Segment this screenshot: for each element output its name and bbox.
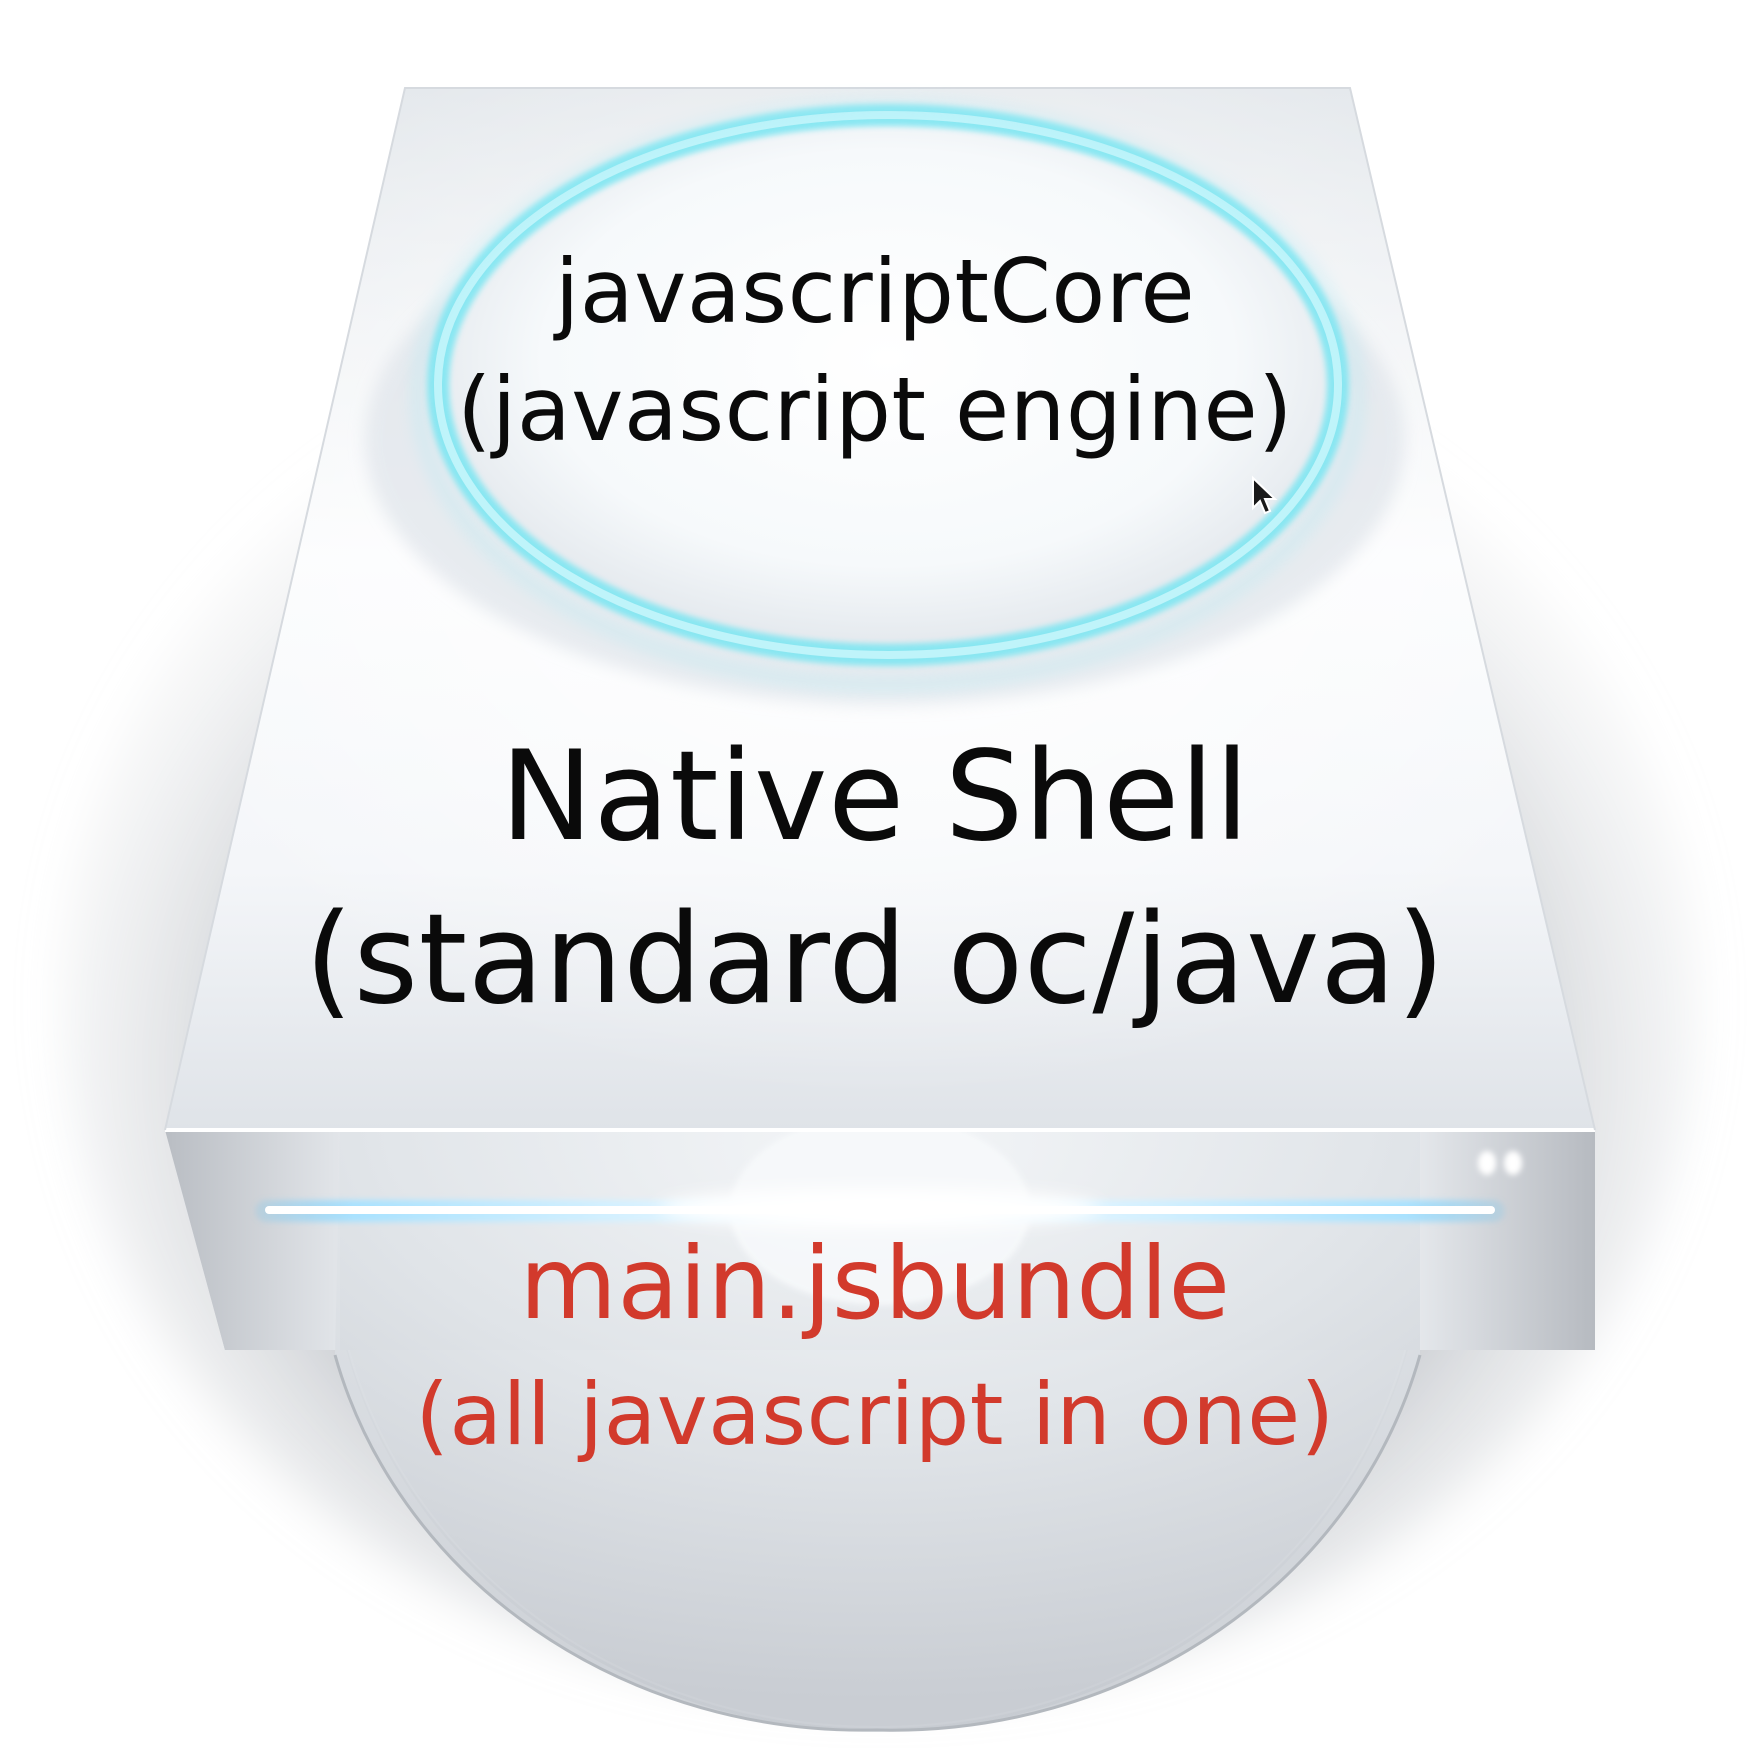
shell-description-label: (standard oc/java) xyxy=(304,888,1446,1032)
shell-name-label: Native Shell xyxy=(500,725,1250,869)
engine-name-label: javascriptCore xyxy=(554,240,1196,343)
bundle-description-label: (all javascript in one) xyxy=(415,1365,1335,1465)
mouse-pointer-icon xyxy=(1252,475,1278,515)
bundle-name-label: main.jsbundle xyxy=(519,1225,1231,1342)
engine-description-label: (javascript engine) xyxy=(457,358,1293,461)
